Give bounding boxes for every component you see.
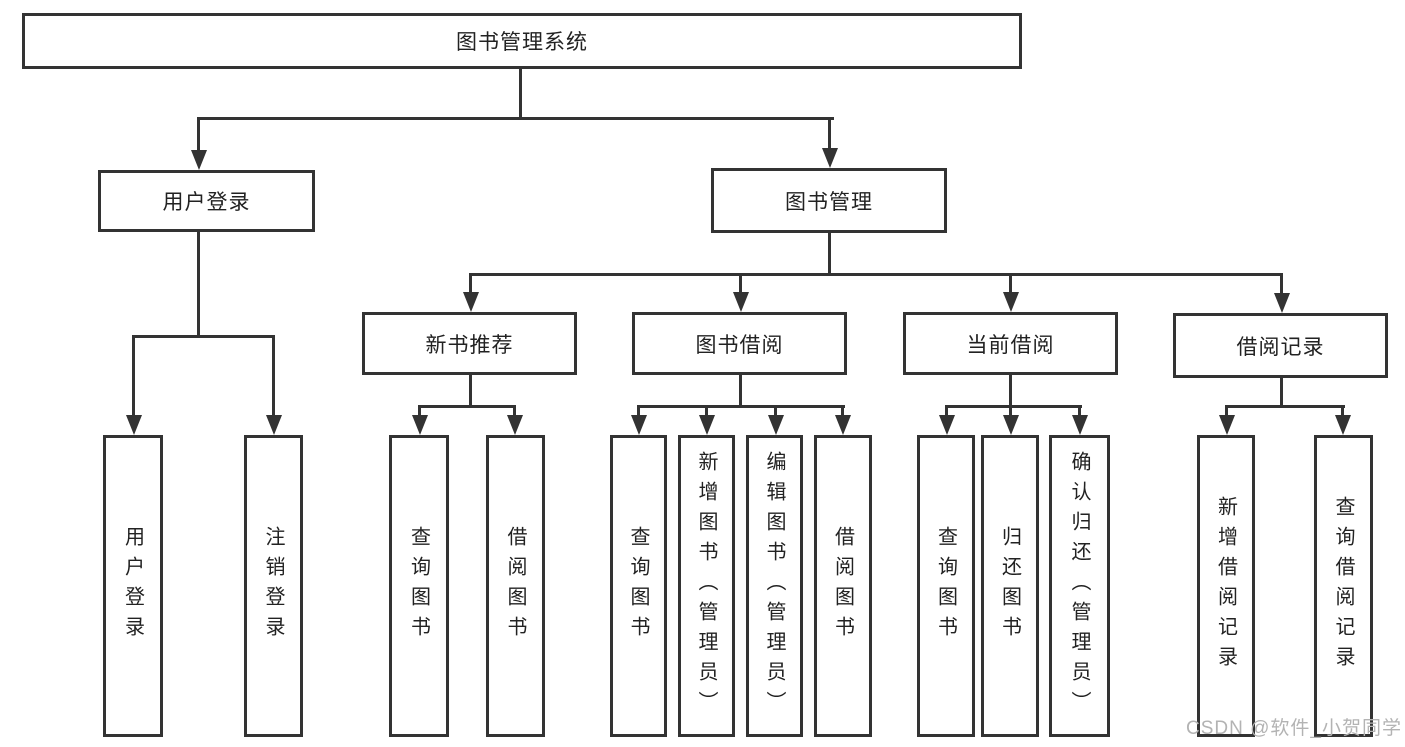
arrowhead-icon-2	[821, 148, 838, 168]
connector-line-16	[418, 405, 516, 408]
arrowhead-icon-5	[1002, 292, 1019, 312]
arrowhead-icon-18	[1218, 415, 1235, 435]
connector-line-10	[1280, 273, 1283, 296]
connector-line-2	[197, 117, 834, 120]
connector-line-12	[132, 335, 275, 338]
arrowhead-icon-12	[698, 415, 715, 435]
arrowhead-icon-15	[938, 415, 955, 435]
leaf-recommend-query-books-label: 查询图书	[407, 526, 430, 646]
leaf-logout: 注销登录	[244, 435, 303, 737]
leaf-recommend-query-books: 查询图书	[389, 435, 449, 737]
leaf-user-login-label: 用户登录	[121, 526, 144, 646]
node-book-borrow: 图书借阅	[632, 312, 847, 375]
arrowhead-icon-6	[1273, 293, 1290, 313]
connector-line-17	[418, 405, 421, 419]
leaf-records-query-record: 查询借阅记录	[1314, 435, 1373, 737]
leaf-borrow-borrow-books-label: 借阅图书	[831, 526, 854, 646]
connector-line-19	[739, 374, 742, 407]
node-book-management-label: 图书管理	[785, 190, 873, 214]
leaf-borrow-borrow-books: 借阅图书	[814, 435, 872, 737]
node-borrow-records: 借阅记录	[1173, 313, 1388, 378]
leaf-borrow-add-books-admin-label: 新增图书（管理员）	[695, 451, 717, 721]
connector-line-6	[469, 273, 1283, 276]
connector-line-14	[272, 335, 275, 419]
csdn-watermark: CSDN @软件_小贺同学	[1186, 718, 1402, 739]
leaf-borrow-query-books-label: 查询图书	[627, 526, 649, 646]
arrowhead-icon-3	[462, 292, 479, 312]
connector-line-31	[1225, 405, 1345, 408]
connector-line-5	[828, 231, 831, 275]
connector-line-22	[705, 405, 708, 419]
node-root: 图书管理系统	[22, 13, 1022, 69]
connector-line-11	[197, 231, 200, 338]
connector-line-1	[519, 69, 522, 117]
node-user-login-label: 用户登录	[162, 191, 251, 214]
connector-line-29	[1078, 405, 1081, 419]
node-book-borrow-label: 图书借阅	[695, 333, 784, 357]
connector-line-33	[1341, 405, 1344, 419]
connector-line-27	[945, 405, 948, 419]
connector-line-26	[945, 405, 1082, 408]
connector-line-18	[513, 405, 516, 419]
leaf-borrow-edit-books-admin-label: 编辑图书（管理员）	[763, 451, 785, 721]
arrowhead-icon-11	[630, 415, 647, 435]
leaf-current-query-books-label: 查询图书	[934, 526, 957, 646]
leaf-recommend-borrow-books: 借阅图书	[486, 435, 545, 737]
connector-line-15	[469, 374, 472, 407]
arrowhead-icon-17	[1071, 415, 1088, 435]
leaf-logout-label: 注销登录	[262, 526, 284, 646]
node-new-book-recommend-label: 新书推荐	[425, 333, 514, 357]
arrowhead-icon-4	[732, 292, 749, 312]
leaf-borrow-edit-books-admin: 编辑图书（管理员）	[746, 435, 803, 737]
leaf-borrow-add-books-admin: 新增图书（管理员）	[678, 435, 735, 737]
connector-line-28	[1009, 405, 1012, 419]
connector-line-23	[774, 405, 777, 419]
leaf-recommend-borrow-books-label: 借阅图书	[504, 526, 526, 646]
leaf-records-add-record: 新增借阅记录	[1197, 435, 1255, 737]
arrowhead-icon-10	[506, 415, 523, 435]
connector-line-25	[1009, 374, 1012, 407]
arrowhead-icon-7	[125, 415, 142, 435]
leaf-current-confirm-return-admin: 确认归还（管理员）	[1049, 435, 1110, 737]
node-current-borrow-label: 当前借阅	[966, 333, 1055, 357]
connector-line-21	[637, 405, 640, 419]
arrowhead-icon-9	[411, 415, 428, 435]
node-user-login: 用户登录	[98, 170, 315, 232]
connector-line-24	[841, 405, 844, 419]
node-book-management: 图书管理	[711, 168, 947, 233]
leaf-records-add-record-label: 新增借阅记录	[1214, 496, 1237, 676]
node-current-borrow: 当前借阅	[903, 312, 1118, 375]
connector-line-8	[739, 273, 742, 295]
node-root-label: 图书管理系统	[456, 31, 588, 54]
leaf-current-return-books: 归还图书	[981, 435, 1039, 737]
connector-line-32	[1225, 405, 1228, 419]
connector-line-20	[637, 405, 845, 408]
connector-line-9	[1009, 273, 1012, 295]
leaf-borrow-query-books: 查询图书	[610, 435, 667, 737]
arrowhead-icon-19	[1334, 415, 1351, 435]
leaf-user-login: 用户登录	[103, 435, 163, 737]
arrowhead-icon-1	[190, 150, 207, 170]
connector-line-30	[1280, 377, 1283, 407]
node-borrow-records-label: 借阅记录	[1236, 335, 1325, 359]
connector-line-13	[132, 335, 135, 419]
arrowhead-icon-16	[1002, 415, 1019, 435]
arrowhead-icon-8	[265, 415, 282, 435]
arrowhead-icon-13	[767, 415, 784, 435]
arrowhead-icon-14	[834, 415, 851, 435]
leaf-current-confirm-return-admin-label: 确认归还（管理员）	[1068, 451, 1090, 721]
connector-line-4	[828, 117, 831, 152]
node-new-book-recommend: 新书推荐	[362, 312, 577, 375]
leaf-current-return-books-label: 归还图书	[998, 526, 1021, 646]
leaf-records-query-record-label: 查询借阅记录	[1332, 496, 1354, 676]
connector-line-7	[469, 273, 472, 295]
connector-line-3	[197, 117, 200, 154]
leaf-current-query-books: 查询图书	[917, 435, 975, 737]
